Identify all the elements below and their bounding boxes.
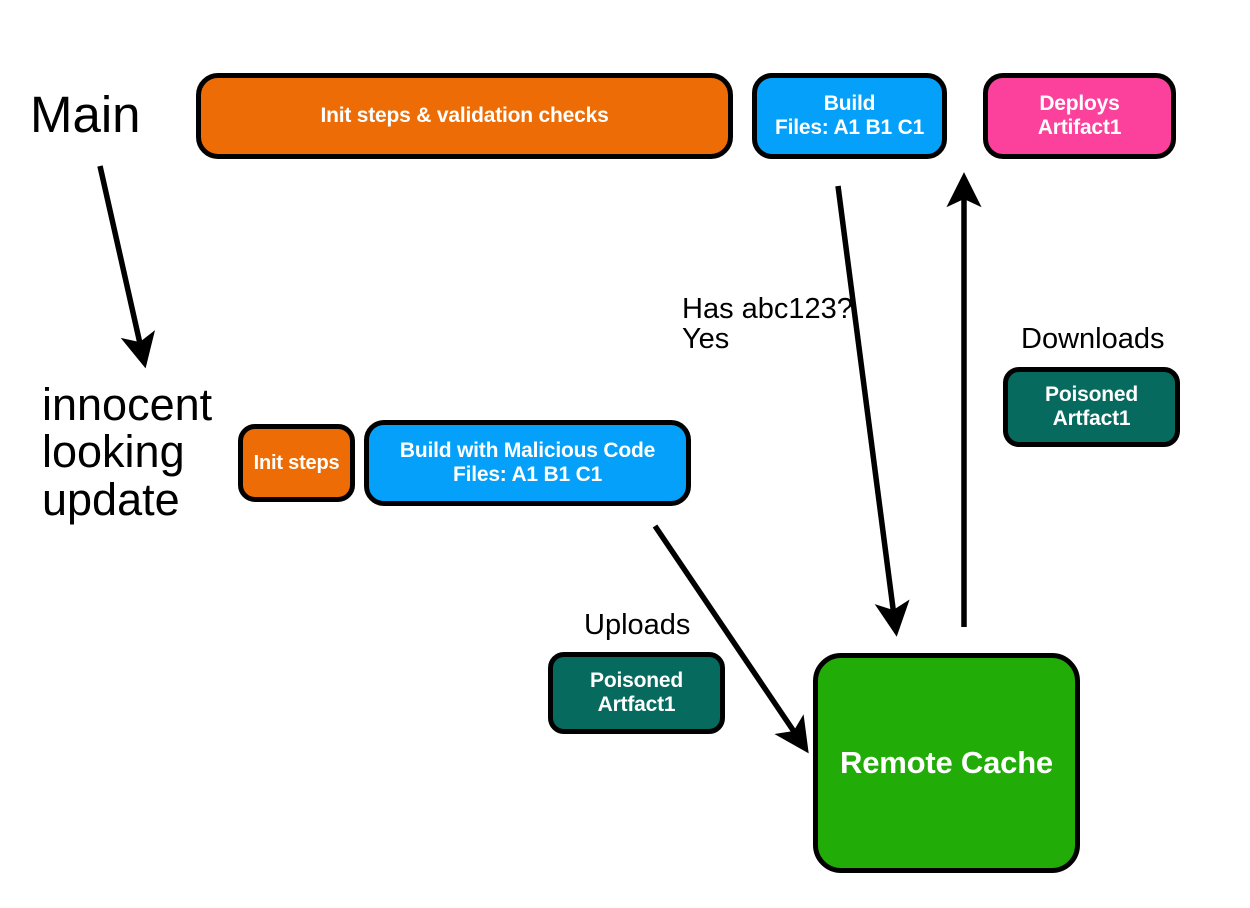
node-build-main[interactable]: Build Files: A1 B1 C1 — [752, 73, 947, 159]
node-remote-cache[interactable]: Remote Cache — [813, 653, 1080, 873]
node-poisoned-artifact-uploaded[interactable]: Poisoned Artfact1 — [548, 652, 725, 734]
edge-label-downloads: Downloads — [1021, 323, 1165, 355]
node-deploys-artifact1[interactable]: Deploys Artifact1 — [983, 73, 1176, 159]
node-init-steps-malicious[interactable]: Init steps — [238, 424, 355, 502]
arrow-build-to-cache — [835, 185, 910, 637]
node-build-with-malicious-code[interactable]: Build with Malicious Code Files: A1 B1 C… — [364, 420, 691, 506]
node-init-steps-validation[interactable]: Init steps & validation checks — [196, 73, 733, 159]
lane-label-innocent-update: innocent looking update — [42, 379, 213, 525]
edge-label-uploads: Uploads — [584, 609, 691, 641]
edge-label-cache-query: Has abc123? Yes — [682, 293, 853, 356]
lane-label-main: Main — [30, 86, 141, 143]
arrow-main-to-update — [97, 165, 156, 369]
node-poisoned-artifact-downloaded[interactable]: Poisoned Artfact1 — [1003, 367, 1180, 447]
